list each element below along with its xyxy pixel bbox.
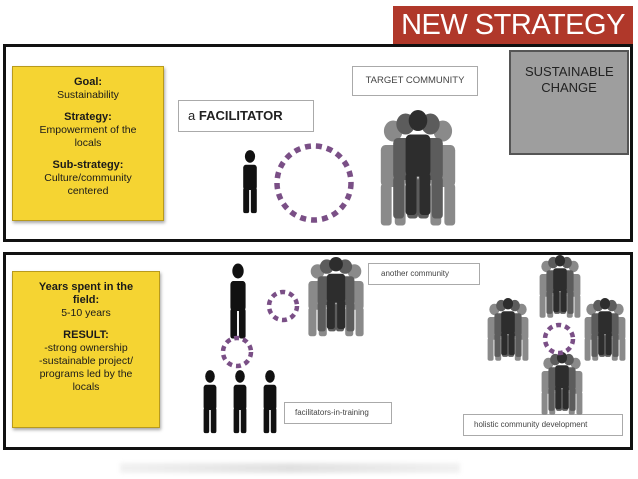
page-title: NEW STRATEGY (393, 6, 633, 44)
substrategy-label: Sub-strategy: (52, 159, 124, 171)
facilitator-label: FACILITATOR (198, 108, 283, 123)
goal-label: Goal: (73, 76, 103, 88)
result-label: RESULT: (63, 329, 109, 341)
community-group-icon (542, 352, 583, 415)
target-community-group-icon (381, 110, 455, 226)
years-label: Years spent in the field: (38, 281, 134, 306)
trainee-person-icon (263, 370, 277, 434)
facilitator-label-box: a FACILITATOR (178, 100, 314, 132)
strategy-value: Empowerment of the locals (39, 124, 137, 149)
result-line-1: -strong ownership (44, 342, 128, 354)
community-group-icon (585, 298, 626, 361)
strategy-label: Strategy: (64, 111, 112, 123)
result-line-2: -sustainable project/ programs led by th… (39, 355, 133, 393)
trained-facilitator-person-icon (230, 263, 246, 339)
dotted-circle-icon (220, 335, 254, 369)
substrategy-value: Culture/community centered (44, 172, 132, 197)
years-value: 5-10 years (61, 307, 111, 319)
another-community-group-icon (308, 257, 363, 336)
dotted-circle-icon (542, 322, 576, 356)
facilitators-in-training-label: facilitators-in-training (284, 402, 392, 424)
goal-note: Goal: Sustainability Strategy: Empowerme… (12, 66, 164, 221)
community-group-icon (488, 298, 529, 361)
dotted-circle-icon (266, 289, 300, 323)
sustainable-change-box: SUSTAINABLE CHANGE (509, 50, 629, 155)
goal-value: Sustainability (57, 89, 119, 101)
another-community-label: another community (368, 263, 480, 285)
dotted-circle-icon (274, 143, 354, 223)
facilitator-prefix: a (188, 108, 196, 123)
community-group-icon (540, 255, 581, 318)
result-note: Years spent in the field: 5-10 years RES… (12, 271, 160, 428)
target-community-label: TARGET COMMUNITY (352, 66, 478, 96)
trainee-person-icon (203, 370, 217, 434)
facilitator-person-icon (243, 150, 257, 214)
blurred-caption (120, 463, 460, 473)
trainee-person-icon (233, 370, 247, 434)
